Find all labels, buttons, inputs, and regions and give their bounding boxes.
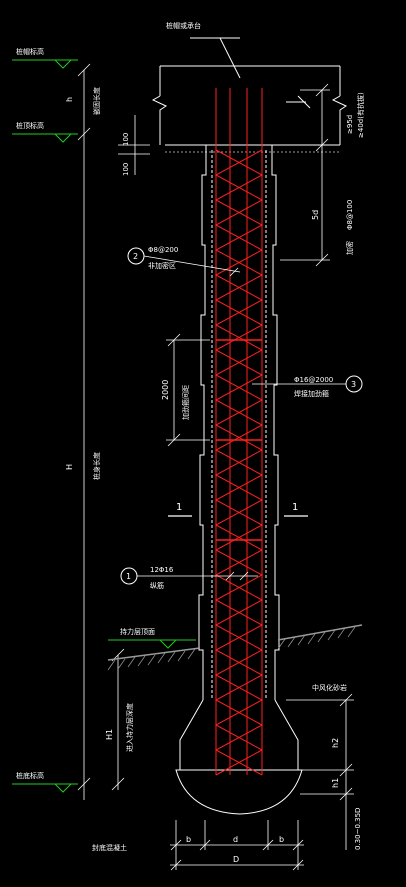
stirrup-reinforce-note: 焊接加劲箍: [294, 389, 329, 398]
left-dimensions: [77, 63, 210, 800]
bottom-arc-dim: 0.30~0.35D: [354, 808, 362, 850]
bearing-layer-label: 持力层顶面: [120, 627, 155, 636]
embed-length-label: 嵌固长度: [92, 87, 101, 115]
stirrup-normal: Φ8@200: [148, 246, 178, 254]
stirrup-normal-note: 非加密区: [148, 261, 176, 270]
dim-h: h: [65, 97, 74, 102]
elevation-markers: [12, 59, 196, 793]
dim-100-a: 100: [122, 133, 130, 146]
callout-2: 2: [127, 247, 145, 265]
callout-leaders: [137, 255, 346, 581]
ground-hatch: [107, 626, 356, 671]
bearing-layer-note: 中风化砂岩: [312, 683, 347, 692]
bottom-dimensions: [170, 820, 304, 871]
hoop-spacing-note: 加劲箍间距: [181, 385, 190, 420]
dim-d: d: [233, 835, 238, 844]
callout-2-number: 2: [133, 252, 138, 261]
right-dimensions-top: [280, 83, 330, 267]
cap-note: 桩帽或承台: [166, 21, 201, 30]
stirrup-dense: Φ8@100: [346, 200, 354, 230]
callout-1: 1: [120, 567, 138, 585]
callout-1-number: 1: [126, 572, 131, 581]
pile-shaft: [198, 145, 280, 700]
stirrup-reinforce: Φ16@2000: [294, 376, 333, 384]
right-dimensions-bottom: [286, 693, 354, 850]
dim-h1: h1: [331, 778, 340, 788]
elev-cap-top-label: 桩帽标高: [16, 47, 44, 56]
anchor-40d: ≥40d(有抗拔): [356, 92, 365, 138]
callout-3-number: 3: [351, 380, 356, 389]
enlarged-note: 进入持力层深度: [125, 703, 134, 752]
dim-H: H: [65, 464, 74, 470]
dim-h2: h2: [331, 738, 340, 748]
pile-length-label: 桩身长度: [92, 452, 101, 480]
enlarged-base: [175, 699, 303, 815]
rebar-cage: [214, 88, 264, 776]
footer-note: 封底混凝土: [92, 843, 127, 852]
anchor-95d: ≥95d: [346, 115, 354, 134]
dense-zone-label: 加密: [345, 241, 354, 255]
elev-pile-top-label: 桩顶标高: [16, 121, 44, 130]
main-bar: 12Φ16: [150, 566, 174, 574]
dim-b-right: b: [279, 835, 284, 844]
dim-5d: 5d: [311, 210, 320, 220]
section-mark-right: 1: [292, 502, 298, 513]
ground-layer: [107, 624, 363, 661]
dim-H1: H1: [105, 729, 114, 740]
hoop-spacing-dim: 2000: [161, 380, 170, 400]
dim-b-left: b: [186, 835, 191, 844]
elev-pile-bottom-label: 桩底标高: [16, 771, 44, 780]
section-mark-left: 1: [176, 502, 182, 513]
dim-D: D: [233, 855, 239, 864]
main-bar-note: 纵筋: [150, 581, 164, 590]
dim-100-b: 100: [122, 163, 130, 176]
callout-3: 3: [345, 375, 363, 393]
